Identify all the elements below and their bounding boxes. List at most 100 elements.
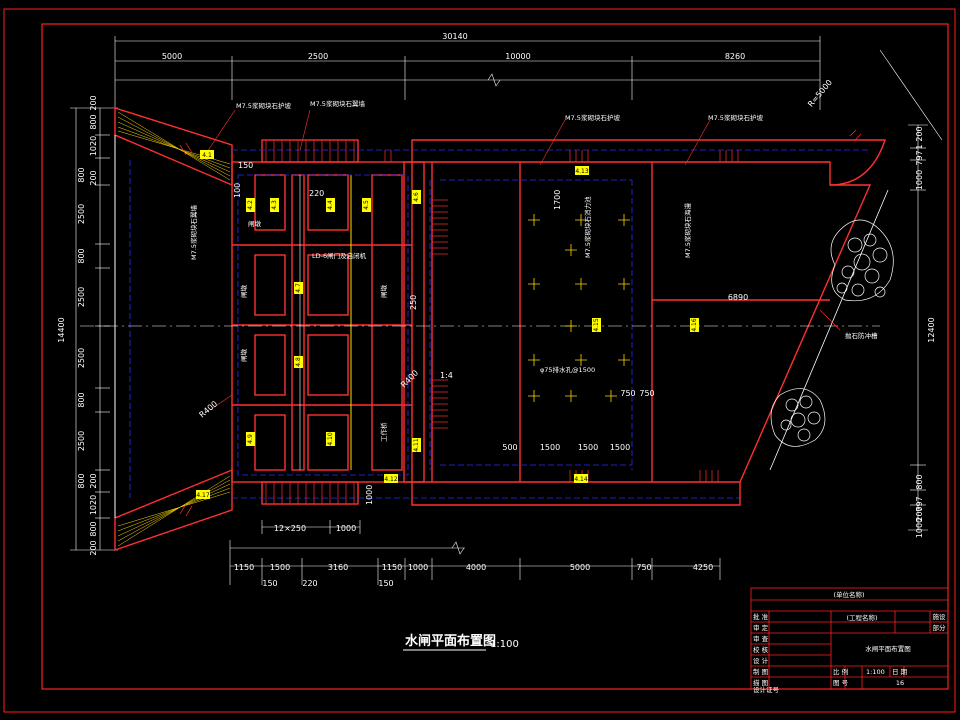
svg-text:4.4: 4.4 — [327, 200, 334, 210]
note-wall-mid: M7.5浆砌块石消力池 — [583, 196, 592, 258]
dim-int-250: 250 — [409, 295, 418, 310]
tb-drawing-name: 水闸平面布置图 — [865, 644, 911, 653]
top-dimensions — [114, 36, 821, 110]
dim-right-s4: 200 — [915, 126, 924, 141]
svg-text:4.12: 4.12 — [384, 476, 398, 483]
tag: 4.3 — [270, 198, 279, 212]
tag: 4.9 — [246, 432, 255, 446]
dim-bot-5: 1000 — [408, 563, 428, 572]
dim-bot-9: 4250 — [693, 563, 713, 572]
note-m75-b: M7.5浆砌块石翼墙 — [310, 99, 365, 108]
dim-left-s10: 800 — [77, 392, 86, 407]
upstream-wingwalls — [114, 107, 233, 551]
tb-row-4: 校 核 — [753, 645, 769, 654]
dim-left-s6: 2500 — [77, 204, 86, 224]
svg-text:4.3: 4.3 — [271, 200, 278, 210]
svg-text:4.11: 4.11 — [413, 438, 420, 452]
dim-right-s3: 1 — [915, 144, 924, 149]
dim-left-s3: 1020 — [89, 136, 98, 156]
dim-top-1: 5000 — [162, 52, 182, 61]
dim-int-750b: 750 — [639, 389, 654, 398]
svg-text:4.2: 4.2 — [247, 200, 254, 210]
tb-scale-label: 比 例 — [833, 667, 848, 676]
dim-int-1700: 1700 — [553, 190, 562, 210]
left-dimensions — [70, 107, 118, 551]
svg-text:4.15: 4.15 — [593, 318, 600, 332]
dim-bot-2: 1500 — [270, 563, 290, 572]
svg-text:4.9: 4.9 — [247, 434, 254, 444]
tb-row-3: 审 查 — [753, 634, 769, 643]
dim-int-500: 500 — [502, 443, 517, 452]
dim-left-s4: 800 — [77, 167, 86, 182]
tb-row-5: 设 计 — [753, 656, 769, 665]
outer-border — [3, 8, 956, 713]
dim-left-s2: 800 — [89, 114, 98, 129]
tb-number-label: 图 号 — [833, 679, 849, 687]
tag: 4.5 — [362, 198, 371, 212]
svg-text:4.7: 4.7 — [295, 283, 302, 293]
tag: 4.16 — [690, 318, 699, 332]
tb-company: (单位名称) — [833, 590, 864, 599]
gate-chamber — [231, 139, 425, 505]
note-rock: 抛石防冲槽 — [845, 331, 878, 340]
dim-top-overall: 30140 — [442, 32, 467, 41]
tb-row-6: 制 图 — [753, 667, 768, 676]
dim-int-750: 750 — [620, 389, 635, 398]
tb-row-1: 批 准 — [753, 612, 769, 621]
dim-right-s8: 200 — [915, 506, 924, 521]
dim-left-s14: 1020 — [89, 495, 98, 515]
svg-text:4.1: 4.1 — [202, 152, 212, 159]
note-gate: LD-6闸门及启闭机 — [312, 251, 367, 260]
dim-bot-8: 750 — [636, 563, 651, 572]
dim-left-s7: 800 — [77, 248, 86, 263]
dim-int-1500b: 1500 — [578, 443, 598, 452]
svg-text:4.10: 4.10 — [327, 432, 334, 446]
dim-bot-inner-1: 12×250 — [274, 524, 306, 533]
dim-right-s6: 797 — [915, 496, 924, 511]
riprap-rocks — [770, 219, 894, 447]
dim-left-s8: 2500 — [77, 287, 86, 307]
dim-bot-sub-3: 150 — [378, 579, 393, 588]
dim-left-s13: 200 — [89, 473, 98, 488]
tb-date-label: 日 期 — [892, 668, 908, 676]
dim-left-s16: 200 — [89, 540, 98, 555]
tb-row-2: 审 定 — [753, 623, 769, 632]
dim-left-s5: 200 — [89, 170, 98, 185]
dim-right-s5: 1000 — [915, 518, 924, 538]
dim-bot-1: 1150 — [234, 563, 254, 572]
leader-lines — [204, 109, 841, 411]
dim-int-r400b: R400 — [198, 399, 220, 419]
tag: 4.2 — [246, 198, 255, 212]
drawing-scale: 1:100 — [490, 639, 519, 650]
title-block — [750, 587, 949, 690]
tb-part-a: 施设 — [933, 612, 947, 621]
dim-int-150: 150 — [238, 161, 253, 170]
tb-part-b: 部分 — [933, 623, 947, 632]
tag: 4.12 — [384, 474, 398, 483]
note-m75-d: M7.5浆砌块石护坡 — [708, 113, 763, 122]
section-tags: 4.1 4.2 4.3 4.4 4.5 4.6 4.7 4.8 4.9 4.10… — [196, 150, 699, 499]
tag: 4.14 — [574, 474, 588, 483]
dim-int-1500c: 1500 — [610, 443, 630, 452]
dim-top-3: 10000 — [505, 52, 530, 61]
tag: 4.6 — [412, 190, 421, 204]
note-pier-a: 闸墩 — [248, 219, 262, 228]
note-drain: φ75排水孔@1500 — [540, 365, 595, 374]
hatch-marks — [179, 129, 862, 517]
tag: 4.11 — [412, 438, 421, 452]
tag: 4.8 — [294, 356, 303, 368]
dim-left-s11: 2500 — [77, 431, 86, 451]
right-dimensions — [879, 49, 943, 531]
note-pier-b: 闸墩 — [239, 285, 248, 299]
dim-right-s2: 797 — [915, 150, 924, 165]
dim-int-100: 100 — [233, 183, 242, 198]
tag: 4.13 — [575, 166, 589, 175]
tag: 4.1 — [200, 150, 214, 159]
tb-project: (工程名称) — [846, 613, 877, 622]
tag: 4.7 — [294, 282, 303, 294]
svg-text:4.17: 4.17 — [196, 492, 210, 499]
note-m75-c: M7.5浆砌块石护坡 — [565, 113, 620, 122]
svg-text:4.8: 4.8 — [295, 357, 302, 367]
note-pier-d: 闸墩 — [379, 285, 388, 299]
